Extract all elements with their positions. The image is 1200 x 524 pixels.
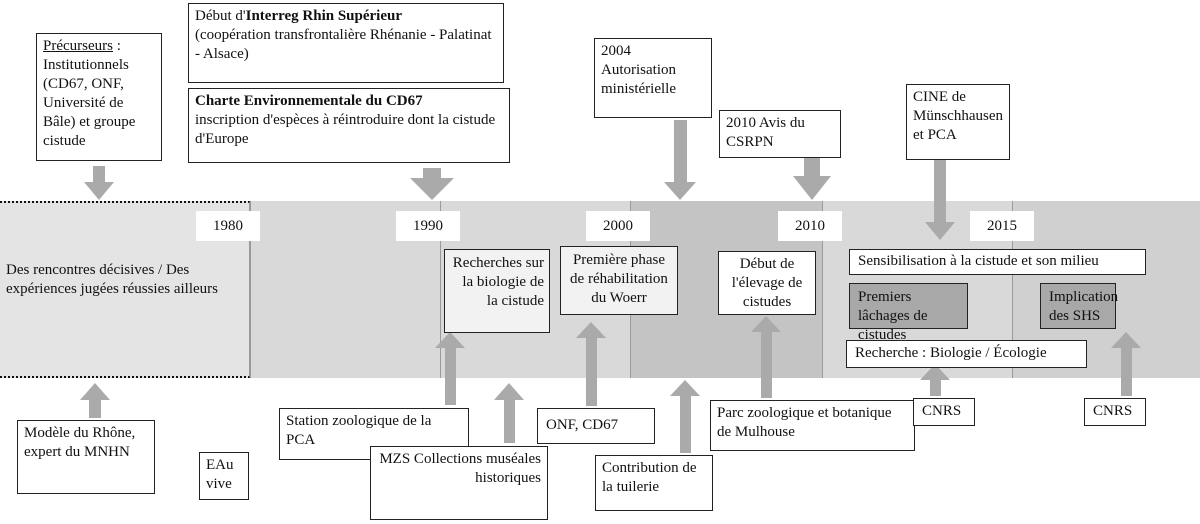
- year-label-2010: 2010: [778, 211, 842, 241]
- divider-2010: [822, 201, 823, 378]
- arrow-precurseurs: [84, 166, 114, 200]
- autorisation-2004-box: 2004 Autorisation ministérielle: [594, 38, 712, 118]
- divider-1980: [250, 201, 251, 378]
- charte-body: inscription d'espèces à réintroduire don…: [195, 112, 496, 147]
- cnrs-box-2: CNRS: [1084, 398, 1146, 426]
- arrow-charte: [410, 168, 454, 200]
- cnrs-box-1: CNRS: [913, 398, 975, 426]
- contribution-box: Contribution de la tuilerie: [595, 455, 713, 511]
- premiere-phase-box: Première phase de réhabilitation du Woer…: [560, 246, 678, 315]
- interreg-prefix: Début d': [195, 8, 246, 24]
- charte-box: Charte Environnementale du CD67 inscript…: [188, 88, 510, 163]
- charte-title: Charte Environnementale du CD67: [195, 93, 423, 109]
- precurseurs-body: Institutionnels (CD67, ONF, Université d…: [43, 57, 136, 149]
- cine-box: CINE de Münschhausen et PCA: [906, 84, 1010, 160]
- divider-2015: [1012, 201, 1013, 378]
- arrow-modele-rhone: [80, 383, 110, 418]
- arrow-parc: [751, 316, 781, 398]
- parc-mulhouse-box: Parc zoologique et botanique de Mulhouse: [710, 400, 915, 451]
- implication-shs-box: Implication des SHS: [1040, 283, 1118, 329]
- year-label-2000: 2000: [586, 211, 650, 241]
- arrow-station-pca: [435, 332, 465, 405]
- arrow-cine: [925, 160, 955, 240]
- arrow-cnrs-2: [1111, 332, 1141, 396]
- interreg-box: Début d'Interreg Rhin Supérieur (coopéra…: [188, 3, 504, 83]
- interreg-body: (coopération transfrontalière Rhénanie -…: [195, 27, 492, 62]
- arrow-mzs: [494, 383, 524, 443]
- arrow-2004: [664, 120, 696, 200]
- year-label-2015: 2015: [970, 211, 1034, 241]
- precurseurs-colon: :: [112, 38, 121, 54]
- onf-cd67-box: ONF, CD67: [537, 408, 655, 444]
- year-label-1980: 1980: [196, 211, 260, 241]
- eau-vive-box: EAu vive: [199, 452, 249, 500]
- precurseurs-box: Précurseurs : Institutionnels (CD67, ONF…: [36, 33, 162, 161]
- rencontres-text: Des rencontres décisives / Des expérienc…: [6, 262, 218, 297]
- debut-elevage-box: Début de l'élevage de cistudes: [718, 251, 816, 315]
- arrow-cnrs-1: [920, 364, 950, 396]
- arrow-contribution: [670, 380, 700, 453]
- arrow-onf: [576, 322, 606, 406]
- divider-1990: [440, 201, 441, 378]
- modele-rhone-box: Modèle du Rhône, expert du MNHN: [17, 420, 155, 494]
- recherches-box: Recherches sur la biologie de la cistude: [444, 249, 550, 333]
- sensibilisation-box: Sensibilisation à la cistude et son mili…: [849, 249, 1146, 275]
- premiers-lachages-box: Premiers lâchages de cistudes: [849, 283, 968, 343]
- arrow-2010-avis: [793, 158, 831, 200]
- recherche-biologie-box: Recherche : Biologie / Écologie: [846, 340, 1087, 368]
- interreg-title: Interreg Rhin Supérieur: [245, 8, 403, 24]
- early-period-frame: [0, 201, 250, 378]
- precurseurs-title: Précurseurs: [43, 38, 113, 54]
- year-label-1990: 1990: [396, 211, 460, 241]
- avis-csrpn-box: 2010 Avis du CSRPN: [719, 110, 841, 158]
- mzs-box: MZS Collections muséales historiques: [370, 446, 548, 520]
